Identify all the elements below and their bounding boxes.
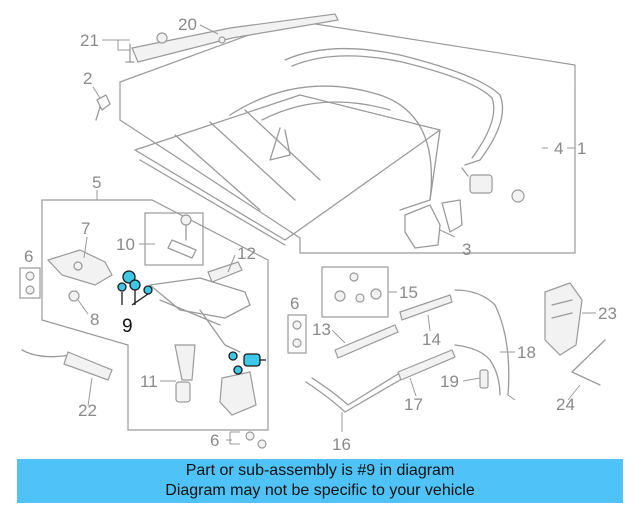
callout-16: 16 <box>332 435 351 454</box>
weatherstrip-14 <box>399 294 453 321</box>
callout-6b: 6 <box>290 294 299 313</box>
roof-frame <box>134 85 441 246</box>
callout-8: 8 <box>90 310 99 329</box>
callout-19: 19 <box>440 372 459 391</box>
weatherstrip-13 <box>334 324 399 359</box>
callout-6c: 6 <box>210 431 219 450</box>
main-linkage <box>149 277 251 353</box>
callout-17: 17 <box>404 395 423 414</box>
bracket-bottom <box>219 371 257 416</box>
callout-20: 20 <box>178 15 197 34</box>
weatherstrip-18 <box>454 289 516 401</box>
info-banner: Part or sub-assembly is #9 in diagram Di… <box>17 459 623 503</box>
callout-3: 3 <box>462 240 471 259</box>
link-12 <box>207 261 243 283</box>
header-seal <box>284 47 504 166</box>
mechanism-box <box>41 199 269 431</box>
callout-9: 9 <box>122 316 133 337</box>
bolt-10 <box>167 214 197 259</box>
bracket-23 <box>544 282 583 356</box>
callout-5: 5 <box>92 173 101 192</box>
callout-labels: 1 4 3 2 20 21 5 7 10 12 6 8 9 6 11 22 6 … <box>24 15 617 454</box>
bolt-21 <box>125 32 168 63</box>
latch-parts <box>461 167 525 203</box>
callout-15: 15 <box>399 283 418 302</box>
rod-24 <box>571 339 606 386</box>
callout-1: 1 <box>577 139 586 158</box>
callout-22: 22 <box>78 401 97 420</box>
clip-19 <box>479 369 489 389</box>
weatherstrip-17 <box>397 349 456 381</box>
latch-hook <box>404 199 463 249</box>
banner-line-2: Diagram may not be specific to your vehi… <box>165 482 475 499</box>
weatherstrip-16 <box>305 373 401 413</box>
callout-12: 12 <box>237 244 256 263</box>
callout-21: 21 <box>80 31 99 50</box>
washer-8 <box>68 290 80 302</box>
part-9-highlight <box>117 270 266 375</box>
callout-10: 10 <box>116 235 135 254</box>
front-trim-strip <box>131 13 339 63</box>
leader-lines <box>77 24 596 441</box>
callout-6a: 6 <box>24 247 33 266</box>
callout-14: 14 <box>422 330 441 349</box>
roof-assembly-box <box>119 19 576 254</box>
fasteners-15 <box>334 272 382 303</box>
hinge-7 <box>46 249 113 286</box>
callout-2: 2 <box>83 69 92 88</box>
box-6-mid <box>287 314 307 354</box>
washers-6-bottom <box>229 431 267 449</box>
strap-11 <box>174 344 196 403</box>
callout-11: 11 <box>140 372 158 391</box>
clip-2 <box>95 94 111 121</box>
callout-18: 18 <box>517 343 536 362</box>
banner-line-1: Part or sub-assembly is #9 in diagram <box>185 462 455 479</box>
callout-13: 13 <box>312 320 331 339</box>
box-10 <box>144 212 204 266</box>
callout-4: 4 <box>554 139 563 158</box>
box-6-left <box>19 267 41 299</box>
callout-7: 7 <box>81 219 90 238</box>
callout-24: 24 <box>556 395 575 414</box>
cable-22 <box>21 349 113 381</box>
callout-23: 23 <box>598 304 617 323</box>
